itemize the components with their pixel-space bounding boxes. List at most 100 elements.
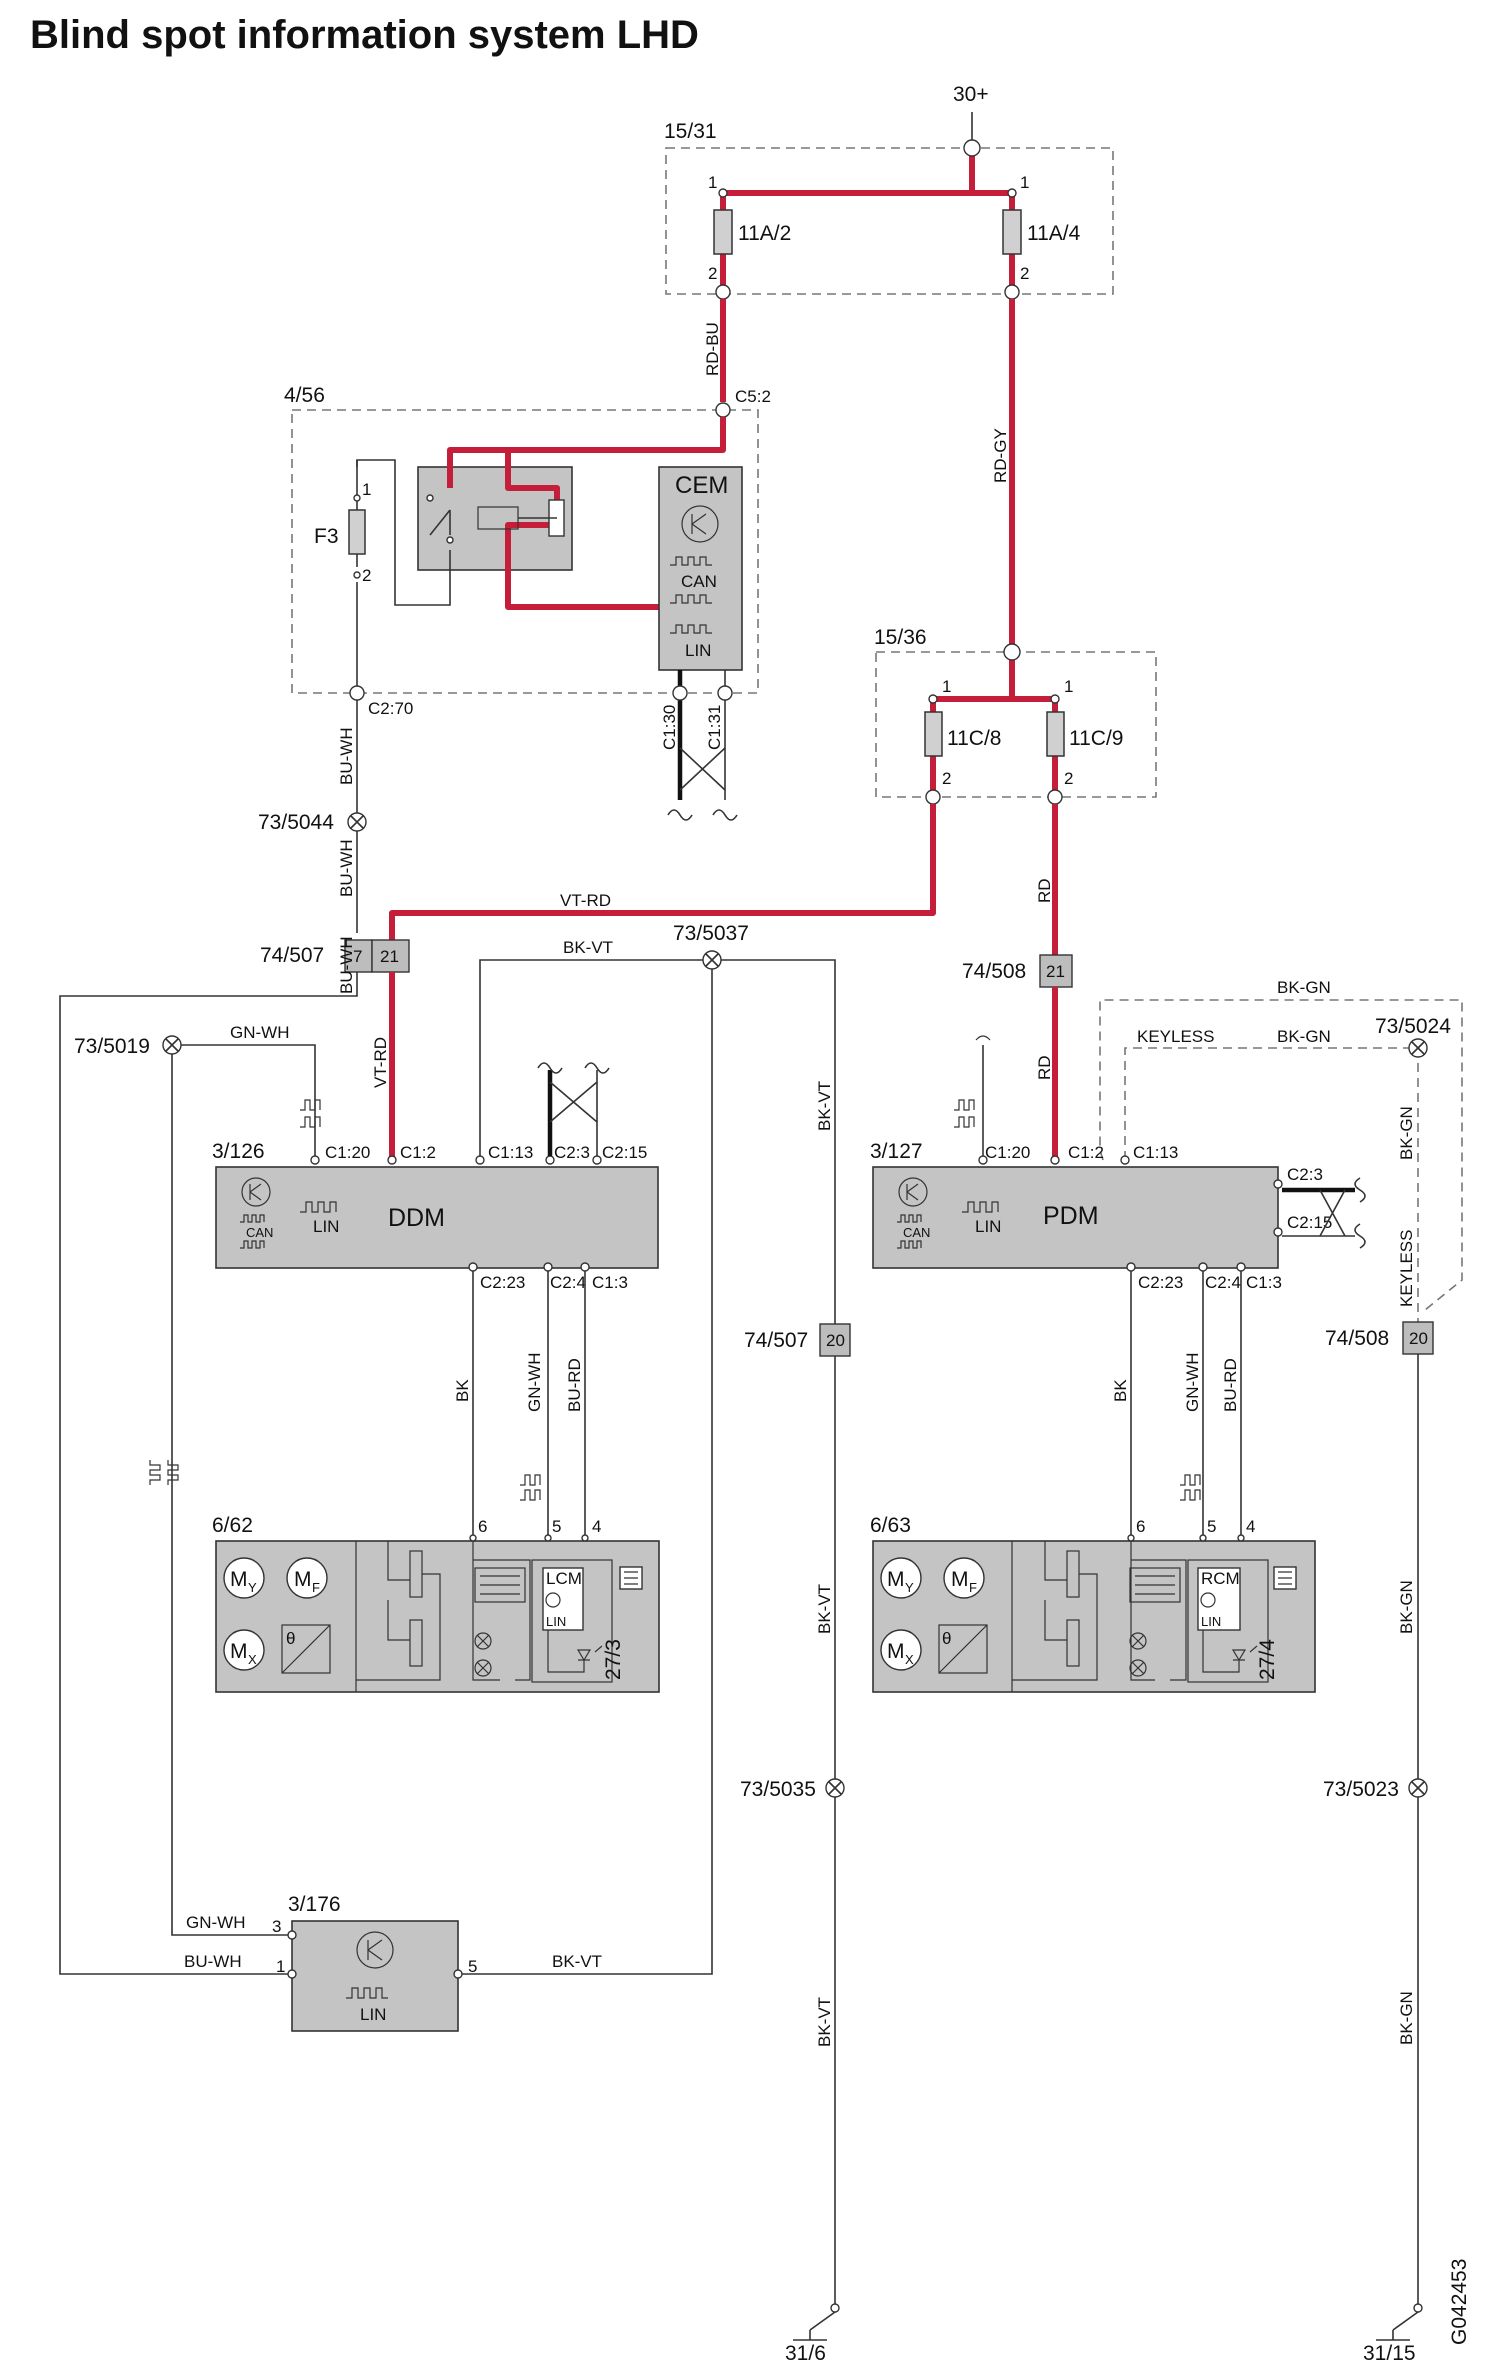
mirror-pin-label: 4 [592, 1517, 601, 1536]
module-3-176-label: 3/176 [288, 1893, 341, 1916]
mirror-module-id: 27/3 [602, 1639, 625, 1680]
wire-bk-vt-3-176 [462, 969, 713, 1975]
ddm-pin-label: C1:2 [400, 1143, 436, 1162]
fuse-11c-9-label: 11C/9 [1069, 727, 1123, 750]
mirror-6-62: 6/62 M Y M F M X LCM LIN 27/3 6 5 4 [212, 1514, 660, 1693]
fuse-11c-9 [1046, 711, 1065, 757]
pdm-pin-label: C2:4 [1205, 1273, 1241, 1292]
motor-label: M [230, 1640, 248, 1663]
mirror-bus-label: LIN [1201, 1614, 1221, 1629]
wire-label-bu-wh: BU-WH [337, 839, 356, 897]
ddm-pin-label: C2:15 [602, 1143, 647, 1162]
fuse-11a-4 [1002, 209, 1022, 255]
pdm-can-label: CAN [903, 1225, 930, 1240]
connector-74-508-pin-20 [1402, 1321, 1434, 1355]
cem-lin-label: LIN [685, 641, 711, 660]
wire-label-bu-rd: BU-RD [565, 1358, 584, 1412]
cem-id-label: 4/56 [284, 384, 325, 407]
pin-label: 2 [1064, 769, 1073, 788]
fuse-11a-4-label: 11A/4 [1027, 222, 1081, 245]
ground-label: 31/15 [1363, 2342, 1416, 2365]
fuse-f3 [348, 509, 366, 555]
ddm-lin-label: LIN [313, 1217, 339, 1236]
module-3-176-box [291, 1920, 459, 2032]
ddm-pin-label: C2:3 [554, 1143, 590, 1162]
wire-label-rd-bu: RD-BU [703, 322, 722, 376]
wire-label-gn-wh: GN-WH [230, 1023, 289, 1042]
document-code: G042453 [1448, 2259, 1471, 2345]
motor-sub-label: Y [248, 1580, 257, 1595]
module-pin-label: 5 [468, 1957, 477, 1976]
pin-label: 1 [1064, 677, 1073, 696]
ddm-3-126: 3/126 DDM CAN LIN C1:20 C1:2 C1:13 C2:3 … [212, 1062, 659, 1292]
module-pin-label: 3 [272, 1917, 281, 1936]
wire-label-gn-wh: GN-WH [1183, 1353, 1202, 1412]
splice-label: 73/5037 [673, 922, 749, 945]
module-pin-label: 1 [276, 1957, 285, 1976]
mirror-pin-label: 6 [1136, 1517, 1145, 1536]
connector-label: C1:31 [705, 705, 724, 750]
wire-label-bu-wh: BU-WH [337, 727, 356, 785]
connector-pin-label: 21 [380, 947, 399, 966]
connector-label: C5:2 [735, 387, 771, 406]
mirror-6-62-label: 6/62 [212, 1514, 253, 1537]
pin-label: 2 [942, 769, 951, 788]
wire-vt-rd [389, 804, 936, 940]
pin-label: 2 [1020, 264, 1029, 283]
mirror-6-63-label: 6/63 [870, 1514, 911, 1537]
connector-74-507-label: 74/507 [744, 1329, 808, 1352]
pdm-pin-label: C2:15 [1287, 1213, 1332, 1232]
fuse-box-15-36-label: 15/36 [874, 626, 927, 649]
cem-can-label: CAN [681, 572, 717, 591]
temp-symbol: θ [942, 1629, 951, 1648]
pdm-3-127: 3/127 PDM CAN LIN C1:20 C1:2 C1:13 C2:3 … [870, 1140, 1366, 1292]
pin-label: 1 [942, 677, 951, 696]
motor-sub-label: F [969, 1580, 977, 1595]
wire-label-bu-wh: BU-WH [337, 936, 356, 994]
splice-label: 73/5035 [740, 1778, 816, 1801]
wire-label-gn-wh: GN-WH [186, 1913, 245, 1932]
wire-label-gn-wh: GN-WH [525, 1353, 544, 1412]
wire-label-rd-gy: RD-GY [991, 428, 1010, 483]
motor-label: M [294, 1568, 312, 1591]
wire-bk-vt [479, 959, 836, 1324]
pdm-name: PDM [1043, 1202, 1099, 1230]
wire-label-bu-rd: BU-RD [1221, 1358, 1240, 1412]
ddm-module [215, 1166, 659, 1269]
fuse-11a-2-label: 11A/2 [738, 222, 791, 245]
wire-label-bu-wh: BU-WH [184, 1952, 242, 1971]
pdm-pin-label: C1:13 [1133, 1143, 1178, 1162]
pdm-id-label: 3/127 [870, 1140, 923, 1163]
wire-bk-gn-dashed [1099, 999, 1463, 1311]
connector-74-508-label: 74/508 [1325, 1327, 1389, 1350]
diagram-title: Blind spot information system LHD [30, 13, 699, 57]
wire-label-rd: RD [1035, 878, 1054, 903]
mirror-module-id: 27/4 [1256, 1639, 1279, 1680]
mirror-6-62-module [215, 1540, 660, 1693]
fuse-box-15-31-label: 15/31 [664, 120, 717, 143]
pin-label: 1 [1020, 173, 1029, 192]
mirror-6-63: 6/63 M Y M F M X θ RCM LIN 27/4 6 5 4 [870, 1514, 1316, 1693]
fuse-box-15-31: 30+ 15/31 11A/2 11A/4 1 2 1 2 [664, 83, 1114, 300]
pin-label: 2 [362, 566, 371, 585]
temp-symbol: θ [286, 1629, 295, 1648]
splice-label: 73/5019 [74, 1035, 150, 1058]
ddm-pin-label: C1:13 [488, 1143, 533, 1162]
motor-sub-label: Y [905, 1580, 914, 1595]
wire-label-keyless: KEYLESS [1397, 1230, 1416, 1308]
pdm-pin-label: C1:20 [985, 1143, 1030, 1162]
splice-label: 73/5024 [1375, 1015, 1451, 1038]
ddm-pin-label: C1:3 [592, 1273, 628, 1292]
wire-label-bk: BK [453, 1379, 472, 1402]
motor-label: M [887, 1568, 905, 1591]
wire-bu-wh-loop [59, 972, 358, 1975]
wire-label-vt-rd: VT-RD [560, 891, 611, 910]
pdm-module [872, 1166, 1279, 1269]
module-3-176-bus: LIN [360, 2005, 386, 2024]
fuse-box-15-36: 15/36 11C/8 11C/9 1 2 1 2 [874, 626, 1157, 805]
pdm-pin-label: C2:3 [1287, 1165, 1323, 1184]
connector-pin-label: 21 [1046, 962, 1065, 981]
ddm-pin-label: C2:23 [480, 1273, 525, 1292]
wire-label-keyless: KEYLESS [1137, 1027, 1215, 1046]
mirror-pin-label: 4 [1246, 1517, 1255, 1536]
